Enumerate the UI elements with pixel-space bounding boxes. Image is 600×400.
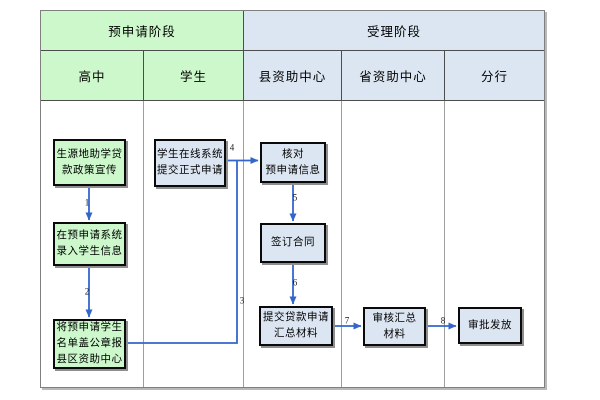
node-submit-loan-summary-materials: 提交贷款申请 汇总材料 (259, 306, 333, 346)
edge-label-5: 5 (292, 192, 298, 203)
swimlane-table: 预申请阶段 受理阶段 高中 学生 县资助中心 省资助中心 分行 (40, 10, 545, 388)
phase-label: 受理阶段 (366, 25, 421, 39)
node-review-summary-materials: 审核汇总 材料 (363, 307, 426, 346)
lane-header-province-aid-center: 省资助中心 (342, 51, 445, 101)
edge-label-7: 7 (344, 315, 350, 326)
edge-label-6: 6 (292, 277, 298, 288)
node-verify-preapplication-info: 核对 预申请信息 (260, 142, 326, 183)
edge-label-1: 1 (84, 197, 90, 208)
phase-header-pre-application: 预申请阶段 (41, 11, 244, 51)
lane-label: 学生 (179, 70, 207, 84)
node-submit-stamped-list: 将预申请学生 名单盖公章报 县区资助中心 (53, 319, 126, 369)
edge-label-4: 4 (229, 142, 235, 153)
lane-body-branch-bank (445, 101, 544, 387)
node-sign-contract: 签订合同 (260, 223, 326, 263)
lane-body-student (144, 101, 244, 387)
lane-header-branch-bank: 分行 (445, 51, 544, 101)
edge-label-3: 3 (239, 295, 245, 306)
node-approve-and-disburse: 审批发放 (458, 307, 522, 344)
lane-header-student: 学生 (144, 51, 244, 101)
lane-label: 县资助中心 (258, 70, 327, 84)
phase-header-acceptance: 受理阶段 (244, 11, 544, 51)
edge-label-2: 2 (84, 286, 90, 297)
node-student-online-application: 学生在线系统 提交正式申请 (154, 139, 226, 187)
lane-label: 省资助中心 (359, 70, 427, 84)
edge-label-8: 8 (440, 315, 446, 326)
node-enter-student-info: 在预申请系统 录入学生信息 (53, 222, 126, 266)
lane-body-county-aid-center (244, 101, 342, 387)
node-policy-promotion: 生源地助学贷 款政策宣传 (53, 139, 126, 186)
lane-header-high-school: 高中 (41, 51, 144, 101)
lane-header-county-aid-center: 县资助中心 (244, 51, 342, 101)
lane-label: 高中 (78, 70, 106, 84)
lane-body-province-aid-center (342, 101, 445, 387)
lane-label: 分行 (480, 70, 508, 84)
phase-label: 预申请阶段 (108, 25, 176, 39)
